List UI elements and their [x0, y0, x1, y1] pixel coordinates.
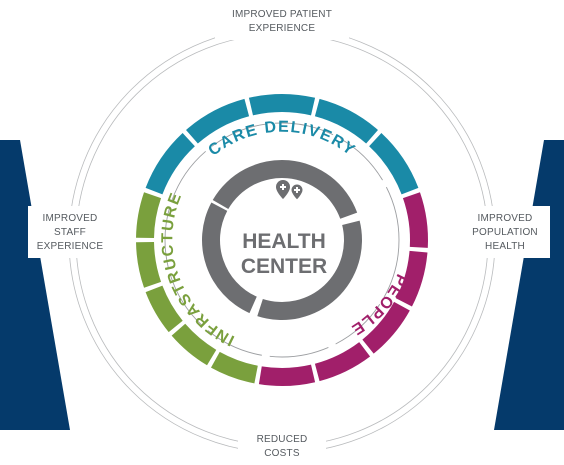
outcome-label-right: IMPROVED POPULATION HEALTH [455, 212, 555, 254]
outcome-left-line1: IMPROVED [42, 213, 98, 224]
navy-panel-left [0, 140, 70, 430]
location-pin-plus-icon [276, 180, 304, 201]
segment-people-5 [258, 364, 316, 387]
hub-ring-segment-2 [257, 220, 362, 321]
segment-care-delivery-2 [186, 98, 250, 144]
segment-people-1 [402, 192, 428, 248]
segment-people-3 [362, 301, 410, 354]
segment-infrastructure-3 [145, 285, 183, 333]
segment-care-delivery-1 [145, 133, 195, 195]
hub-ring-segment-1 [212, 160, 358, 219]
hub-title-line1: HEALTH [242, 230, 326, 253]
outcome-right-line2: POPULATION [472, 227, 538, 238]
segment-people-4 [314, 342, 371, 382]
white-disc [60, 18, 504, 462]
segment-care-delivery-3 [248, 94, 316, 116]
segment-people-2 [395, 250, 428, 307]
outcome-right-line3: HEALTH [485, 241, 525, 252]
navy-panel-right [494, 140, 564, 430]
label-gap-top [215, 6, 349, 40]
segment-ring [136, 94, 428, 387]
outcome-left-line2: STAFF [54, 227, 86, 238]
outcome-left-line3: EXPERIENCE [36, 241, 104, 252]
hub-ring [202, 160, 362, 321]
label-gap-bottom [238, 430, 326, 465]
outcome-label-bottom: REDUCED COSTS [232, 433, 332, 461]
hub-title-line2: CENTER [241, 255, 327, 278]
hub-ring-segment-3 [202, 202, 257, 314]
outcome-label-top: IMPROVED PATIENT EXPERIENCE [212, 8, 352, 36]
segment-infrastructure-5 [136, 192, 162, 238]
outcome-label-left: IMPROVED STAFF EXPERIENCE [20, 212, 120, 254]
segment-infrastructure-2 [171, 323, 217, 366]
outcome-bottom-line1: REDUCED [256, 434, 308, 445]
outcome-top-line2: EXPERIENCE [248, 23, 316, 34]
segment-infrastructure-4 [136, 242, 162, 288]
segment-care-delivery-5 [369, 133, 419, 195]
segment-infrastructure-1 [210, 351, 258, 384]
inner-arcs [164, 122, 400, 358]
label-gap-left [28, 206, 114, 258]
outcome-right-line1: IMPROVED [477, 213, 533, 224]
segment-care-delivery-4 [314, 98, 378, 144]
outcome-bottom-line2: COSTS [264, 448, 300, 459]
label-gap-right [460, 206, 550, 258]
outcome-top-line1: IMPROVED PATIENT [231, 9, 333, 20]
